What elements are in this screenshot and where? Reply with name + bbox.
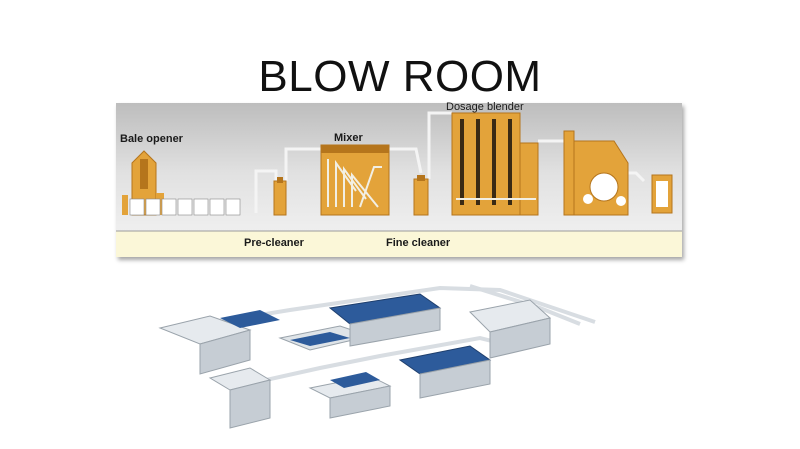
process-flow-panel: Bale opener Mixer Dosage blender Pre-cle… [116,101,682,257]
dosage-blender-machine [451,112,539,216]
label-pre-cleaner: Pre-cleaner [244,237,304,249]
fine-cleaner-machine [413,175,429,216]
chute-feed [651,174,673,214]
label-mixer: Mixer [334,132,363,144]
page-title: BLOW ROOM [258,52,542,101]
label-strip [116,231,682,257]
label-bale-opener: Bale opener [120,133,183,145]
condenser-machine [563,130,629,216]
machine-line-lower [208,345,492,429]
pre-cleaner-machine [273,177,287,216]
bale-row [129,198,241,216]
mixer-machine [320,144,390,216]
label-dosage-blender: Dosage blender [446,101,524,113]
machine-line-upper [158,293,552,375]
blowroom-3d-illustration [158,284,596,429]
label-fine-cleaner: Fine cleaner [386,237,451,249]
process-flow-diagram [116,103,682,257]
transport-pipes [254,111,646,213]
